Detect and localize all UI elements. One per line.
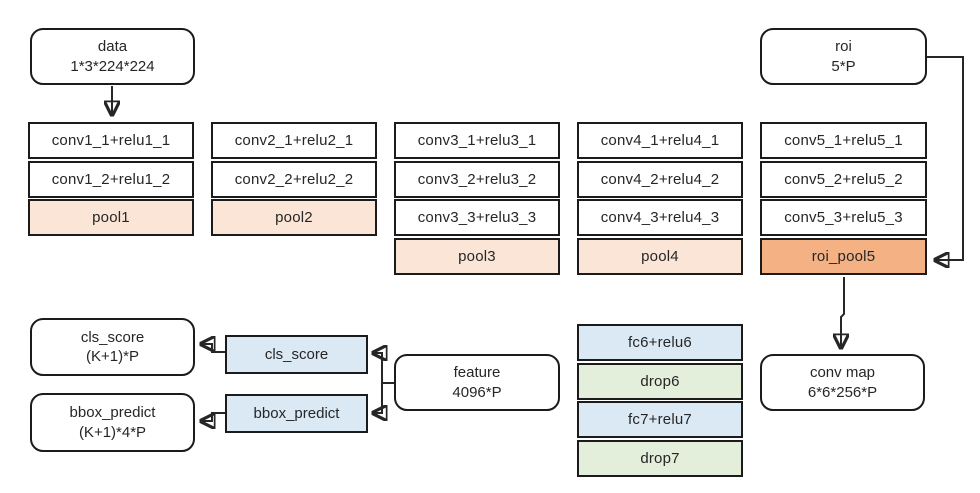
- node-conv-map: conv map 6*6*256*P: [760, 354, 925, 411]
- cell-conv4_3: conv4_3+relu4_3: [577, 199, 743, 236]
- node-cls-score-output-title: cls_score: [80, 328, 145, 346]
- cell-pool1: pool1: [28, 199, 194, 236]
- stack-conv1: conv1_1+relu1_1 conv1_2+relu1_2 pool1: [28, 122, 194, 236]
- node-bbox-predict-output-title: bbox_predict: [69, 404, 156, 422]
- node-cls-score-layer-label: cls_score: [264, 346, 329, 363]
- cell-drop7: drop7: [577, 439, 743, 477]
- node-feature-title: feature: [453, 364, 501, 382]
- arrow-bbox-predict-to-output: [201, 412, 225, 421]
- node-roi: roi 5*P: [760, 28, 927, 85]
- node-bbox-predict-output: bbox_predict (K+1)*4*P: [30, 393, 195, 452]
- cell-roi_pool5: roi_pool5: [760, 237, 927, 275]
- node-cls-score-output: cls_score (K+1)*P: [30, 318, 195, 376]
- stack-conv3: conv3_1+relu3_1 conv3_2+relu3_2 conv3_3+…: [394, 122, 560, 275]
- cell-conv3_2: conv3_2+relu3_2: [394, 160, 560, 198]
- arrow-roi-pool5-to-conv-map: [841, 277, 844, 348]
- stack-fc: fc6+relu6 drop6 fc7+relu7 drop7: [577, 324, 743, 477]
- cell-fc6: fc6+relu6: [577, 324, 743, 361]
- cell-conv2_2: conv2_2+relu2_2: [211, 160, 377, 198]
- cell-conv1_2: conv1_2+relu1_2: [28, 160, 194, 198]
- cell-fc7: fc7+relu7: [577, 401, 743, 438]
- cell-pool4: pool4: [577, 237, 743, 275]
- node-bbox-predict-output-shape: (K+1)*4*P: [78, 423, 147, 441]
- node-bbox-predict-layer: bbox_predict: [225, 394, 368, 433]
- stack-conv5: conv5_1+relu5_1 conv5_2+relu5_2 conv5_3+…: [760, 122, 927, 275]
- node-data-shape: 1*3*224*224: [70, 57, 155, 75]
- cell-conv4_1: conv4_1+relu4_1: [577, 122, 743, 159]
- cell-pool3: pool3: [394, 237, 560, 275]
- node-conv-map-shape: 6*6*256*P: [807, 383, 878, 401]
- node-data-title: data: [97, 38, 128, 56]
- node-roi-title: roi: [835, 38, 852, 56]
- cell-conv2_1: conv2_1+relu2_1: [211, 122, 377, 159]
- node-data: data 1*3*224*224: [30, 28, 195, 85]
- cell-conv5_3: conv5_3+relu5_3: [760, 199, 927, 236]
- arrow-cls-score-to-output: [201, 344, 225, 353]
- node-feature-shape: 4096*P: [452, 383, 502, 401]
- node-roi-shape: 5*P: [831, 57, 856, 75]
- node-conv-map-title: conv map: [809, 364, 876, 382]
- cell-conv1_1: conv1_1+relu1_1: [28, 122, 194, 159]
- node-bbox-predict-layer-label: bbox_predict: [253, 405, 340, 422]
- cell-pool2: pool2: [211, 199, 377, 236]
- node-cls-score-layer: cls_score: [225, 335, 368, 374]
- cell-conv3_3: conv3_3+relu3_3: [394, 199, 560, 236]
- cell-conv3_1: conv3_1+relu3_1: [394, 122, 560, 159]
- cell-conv5_1: conv5_1+relu5_1: [760, 122, 927, 159]
- cell-conv4_2: conv4_2+relu4_2: [577, 160, 743, 198]
- node-feature: feature 4096*P: [394, 354, 560, 411]
- node-cls-score-output-shape: (K+1)*P: [86, 348, 139, 365]
- arrow-roi-to-roi-pool5: [927, 56, 964, 260]
- stack-conv2: conv2_1+relu2_1 conv2_2+relu2_2 pool2: [211, 122, 377, 236]
- stack-conv4: conv4_1+relu4_1 conv4_2+relu4_2 conv4_3+…: [577, 122, 743, 275]
- cell-drop6: drop6: [577, 362, 743, 400]
- cell-conv5_2: conv5_2+relu5_2: [760, 160, 927, 198]
